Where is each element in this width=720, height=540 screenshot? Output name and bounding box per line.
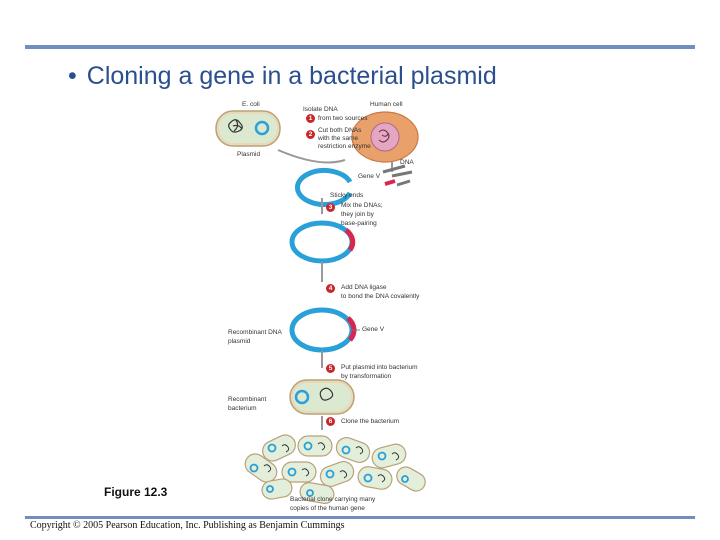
clone-plasmids	[249, 441, 409, 497]
dna-label: DNA	[400, 159, 414, 166]
clone-caption-1: Bacterial clone carrying many	[290, 496, 376, 503]
human-cell-label: Human cell	[370, 101, 403, 108]
step-2-line-1: Cut both DNAs	[318, 127, 362, 134]
human-cell	[351, 111, 419, 163]
step-badge-4: 4	[326, 284, 335, 293]
step-2-line-2: with the same	[318, 135, 359, 142]
bullet-dot: •	[68, 62, 77, 90]
plasmid-label: Plasmid	[237, 151, 261, 158]
figure-label: Figure 12.3	[104, 485, 168, 499]
step-1-line-1: Isolate DNA	[303, 106, 338, 113]
recombinant-plasmid-label-1: Recombinant DNA	[228, 329, 282, 336]
ecoli-label: E. coli	[242, 101, 260, 108]
step-badge-6: 6	[326, 417, 335, 426]
clone-chromosomes	[263, 442, 400, 483]
recombinant-bacterium-label-1: Recombinant	[228, 396, 267, 403]
step-3-line-3: base-pairing	[341, 220, 377, 227]
copyright-notice: Copyright © 2005 Pearson Education, Inc.…	[30, 520, 345, 531]
step-badge-3: 3	[326, 203, 335, 212]
bacterial-clone	[244, 434, 426, 504]
isolation-arrow-left	[277, 149, 346, 164]
bacterial-chromosome	[228, 119, 243, 133]
gene-v-label-2: Gene V	[362, 326, 385, 333]
step-4-line-2: to bond the DNA covalently	[341, 293, 420, 300]
recombinant-bacterium-label-2: bacterium	[228, 405, 257, 412]
step-5-line-2: by transformation	[341, 373, 392, 380]
recombinant-plasmid-label-2: plasmid	[228, 338, 251, 345]
gene-v-label: Gene V	[358, 173, 381, 180]
step-1-line-2: from two sources	[318, 115, 368, 122]
slide-title: • Cloning a gene in a bacterial plasmid	[68, 62, 497, 91]
recombinant-bacterium	[289, 379, 355, 415]
ecoli-cell	[215, 110, 281, 147]
human-dna-fragments	[382, 164, 413, 187]
step-badge-5: 5	[326, 364, 335, 373]
top-divider	[25, 45, 695, 49]
recombinant-plasmid	[289, 307, 357, 353]
step-5-line-1: Put plasmid into bacterium	[341, 364, 418, 371]
plasmid-cut	[294, 168, 353, 207]
step-2-line-3: restriction enzyme	[318, 143, 371, 150]
small-plasmid	[254, 120, 270, 136]
sticky-ends-label: Sticky ends	[330, 192, 364, 199]
clone-caption-2: copies of the human gene	[290, 505, 365, 512]
plasmid-mixed	[289, 220, 356, 264]
step-6-line-1: Clone the bacterium	[341, 418, 400, 425]
slide-title-text: Cloning a gene in a bacterial plasmid	[86, 62, 497, 90]
step-badge-2: 2	[306, 130, 315, 139]
bottom-divider	[25, 516, 695, 519]
step-3-line-2: they join by	[341, 211, 374, 218]
step-4-line-1: Add DNA ligase	[341, 284, 387, 291]
step-3-line-1: Mix the DNAs;	[341, 202, 383, 209]
step-badge-1: 1	[306, 114, 315, 123]
